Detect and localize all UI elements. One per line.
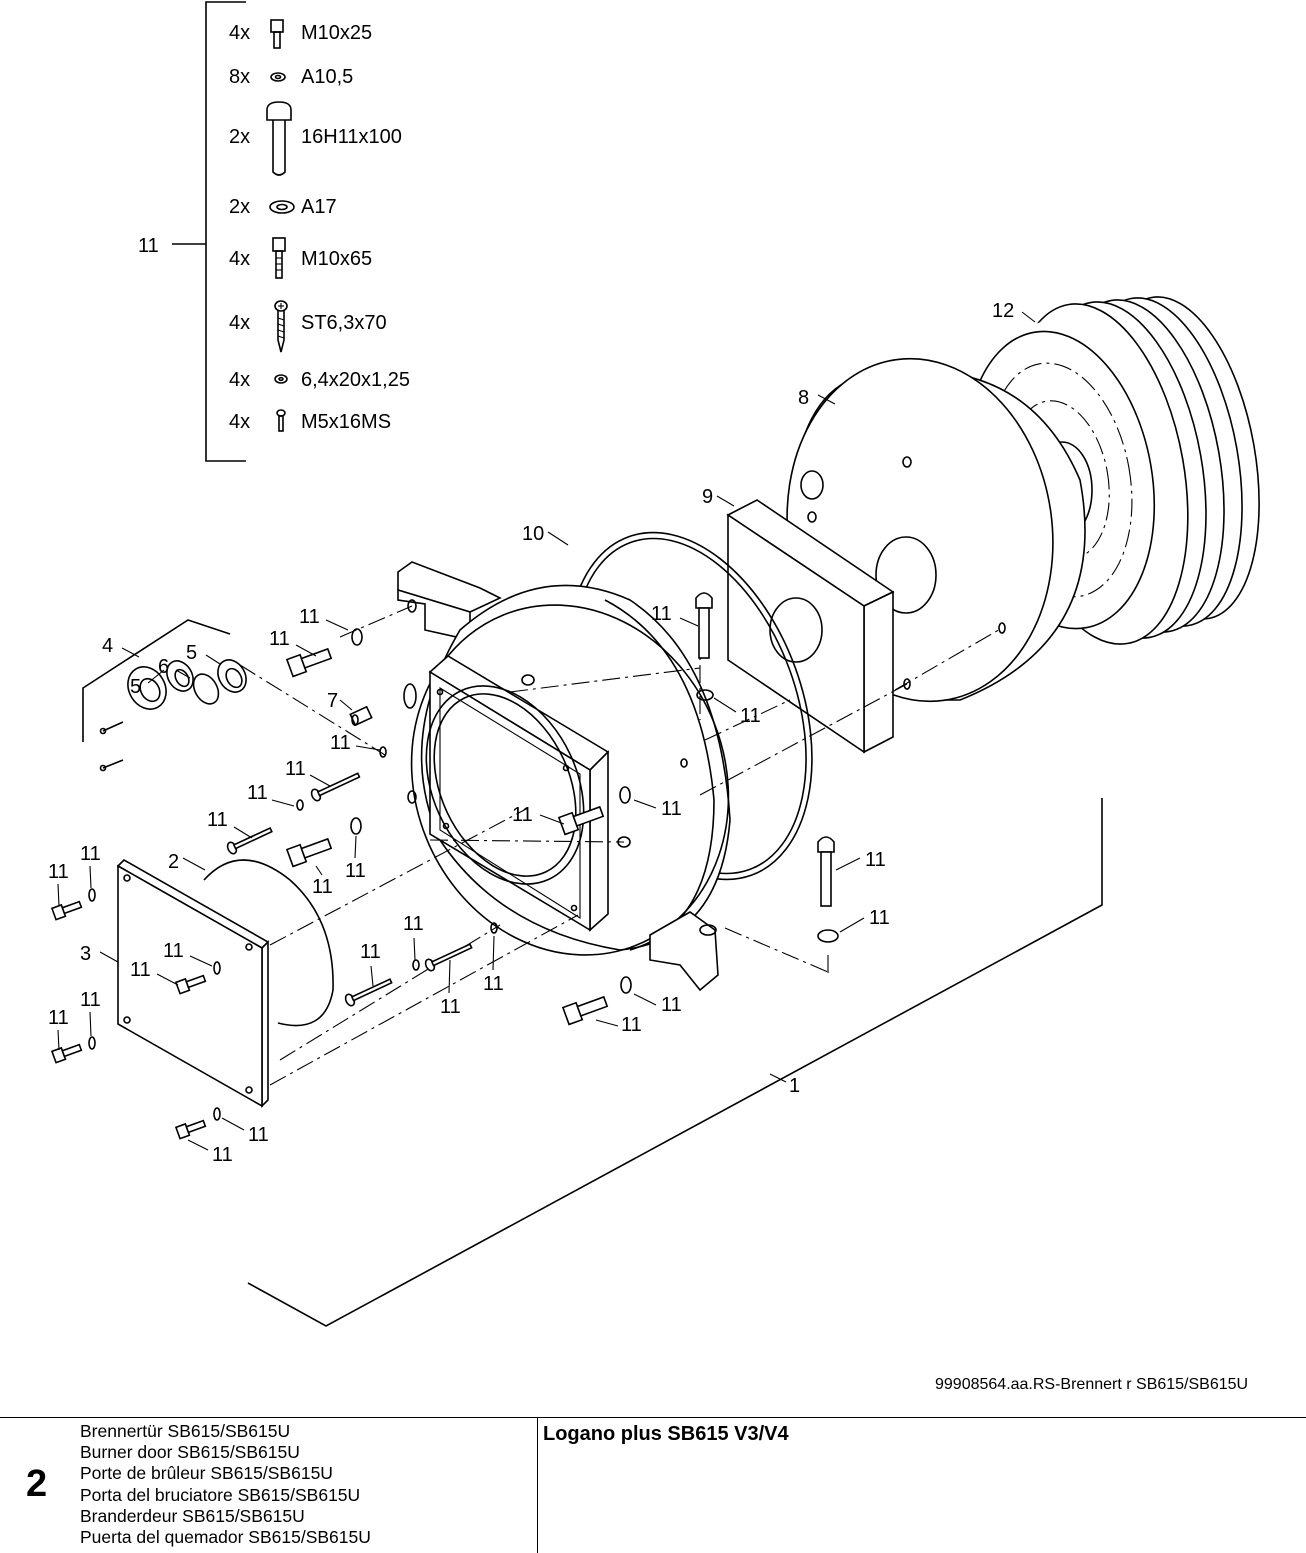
hw-qty: 4x bbox=[229, 248, 250, 270]
title-en: Burner door SB615/SB615U bbox=[80, 1442, 300, 1463]
hardware-bracket bbox=[205, 1, 246, 462]
callout-2: 2 bbox=[168, 851, 179, 873]
callout-11: 11 bbox=[207, 809, 228, 831]
callout-11: 11 bbox=[621, 1014, 642, 1036]
assembly-centerlines bbox=[239, 605, 1003, 1086]
hw-spec: 6,4x20x1,25 bbox=[301, 369, 410, 391]
callout-11: 11 bbox=[48, 1007, 69, 1029]
hw-spec: M10x65 bbox=[301, 248, 372, 270]
large-washer-icon bbox=[269, 200, 295, 214]
hw-qty: 4x bbox=[229, 411, 250, 433]
callout-1: 1 bbox=[789, 1075, 800, 1097]
hw-spec: M5x16MS bbox=[301, 411, 391, 433]
callout-11: 11 bbox=[48, 861, 69, 883]
callout-6: 6 bbox=[158, 656, 169, 678]
title-nl: Branderdeur SB615/SB615U bbox=[80, 1505, 305, 1526]
callout-11: 11 bbox=[80, 843, 101, 865]
callout-11: 11 bbox=[163, 940, 184, 962]
small-washer-icon bbox=[274, 374, 288, 384]
callout-9: 9 bbox=[702, 486, 713, 508]
long-bolt-icon bbox=[272, 237, 286, 279]
callout-11: 11 bbox=[345, 860, 366, 882]
small-screw-icon bbox=[276, 409, 286, 432]
hw-spec: M10x25 bbox=[301, 22, 372, 44]
title-es: Puerta del quemador SB615/SB615U bbox=[80, 1526, 371, 1547]
drawing-reference: 99908564.aa.RS-Brennert r SB615/SB615U bbox=[935, 1376, 1249, 1393]
multilingual-titles: Brennertür SB615/SB615U Burner door SB61… bbox=[80, 1421, 371, 1548]
callouts-11: 11 11 11 11 11 11 11 11 11 11 11 11 11 1… bbox=[48, 603, 890, 1166]
callout-11: 11 bbox=[330, 732, 351, 754]
hw-qty: 8x bbox=[229, 66, 250, 88]
hw-spec: 16H11x100 bbox=[301, 126, 402, 148]
wood-screw-icon bbox=[274, 300, 288, 353]
page-number: 2 bbox=[26, 1463, 48, 1505]
callout-3: 3 bbox=[80, 943, 91, 965]
hw-qty: 2x bbox=[229, 196, 250, 218]
callout-11: 11 bbox=[269, 628, 290, 650]
callout-11: 11 bbox=[869, 907, 890, 929]
hw-spec: A17 bbox=[301, 196, 337, 218]
hw-qty: 4x bbox=[229, 22, 250, 44]
callout-10: 10 bbox=[522, 523, 544, 545]
title-de: Brennertür SB615/SB615U bbox=[80, 1421, 291, 1441]
callout-11: 11 bbox=[651, 603, 672, 625]
footer-rule bbox=[0, 1417, 1306, 1418]
callout-11: 11 bbox=[212, 1144, 233, 1166]
callout-5-left: 5 bbox=[130, 676, 141, 698]
callout-12: 12 bbox=[992, 300, 1014, 322]
footer-divider bbox=[537, 1417, 538, 1553]
callout-7: 7 bbox=[327, 690, 338, 712]
hw-qty: 2x bbox=[229, 126, 250, 148]
model-title: Logano plus SB615 V3/V4 bbox=[543, 1423, 789, 1445]
callout-8: 8 bbox=[798, 387, 809, 409]
callout-5-right: 5 bbox=[186, 642, 197, 664]
part-9-square-plate bbox=[716, 495, 895, 754]
exploded-parts-diagram: 11 4x M10x25 8x A10,5 2x 16H11x100 2x A1… bbox=[48, 1, 1260, 1327]
part-7-fitting bbox=[339, 699, 373, 727]
title-it: Porta del bruciatore SB615/SB615U bbox=[80, 1484, 361, 1505]
hardware-list: 11 4x M10x25 8x A10,5 2x 16H11x100 2x A1… bbox=[138, 1, 410, 462]
callout-11: 11 bbox=[312, 876, 333, 898]
part-1-burner-door bbox=[247, 561, 1103, 1327]
callout-11: 11 bbox=[661, 994, 682, 1016]
hardware-group-label: 11 bbox=[138, 235, 159, 257]
hex-bolt-icon bbox=[270, 19, 284, 49]
callout-11: 11 bbox=[248, 1124, 269, 1146]
callout-11: 11 bbox=[130, 959, 151, 981]
pin-icon bbox=[266, 101, 292, 176]
hw-spec: A10,5 bbox=[301, 66, 353, 88]
hw-spec: ST6,3x70 bbox=[301, 312, 387, 334]
callout-11: 11 bbox=[740, 705, 761, 727]
small-washer-icon bbox=[270, 72, 286, 82]
callout-11: 11 bbox=[512, 804, 533, 826]
part-2-oring bbox=[182, 857, 334, 1027]
callout-11: 11 bbox=[403, 913, 424, 935]
hw-qty: 4x bbox=[229, 312, 250, 334]
fasteners bbox=[50, 592, 839, 1140]
callout-11: 11 bbox=[483, 973, 504, 995]
callout-4: 4 bbox=[102, 635, 113, 657]
callout-11: 11 bbox=[80, 989, 101, 1011]
callout-11: 11 bbox=[285, 758, 306, 780]
callout-11: 11 bbox=[247, 782, 268, 804]
callout-11: 11 bbox=[865, 849, 886, 871]
title-fr: Porte de brûleur SB615/SB615U bbox=[80, 1463, 333, 1484]
callout-11: 11 bbox=[360, 941, 381, 963]
callout-11: 11 bbox=[661, 798, 682, 820]
callout-11: 11 bbox=[440, 996, 461, 1018]
hw-qty: 4x bbox=[229, 369, 250, 391]
part-4-viewport bbox=[82, 619, 247, 772]
callout-11: 11 bbox=[299, 606, 320, 628]
